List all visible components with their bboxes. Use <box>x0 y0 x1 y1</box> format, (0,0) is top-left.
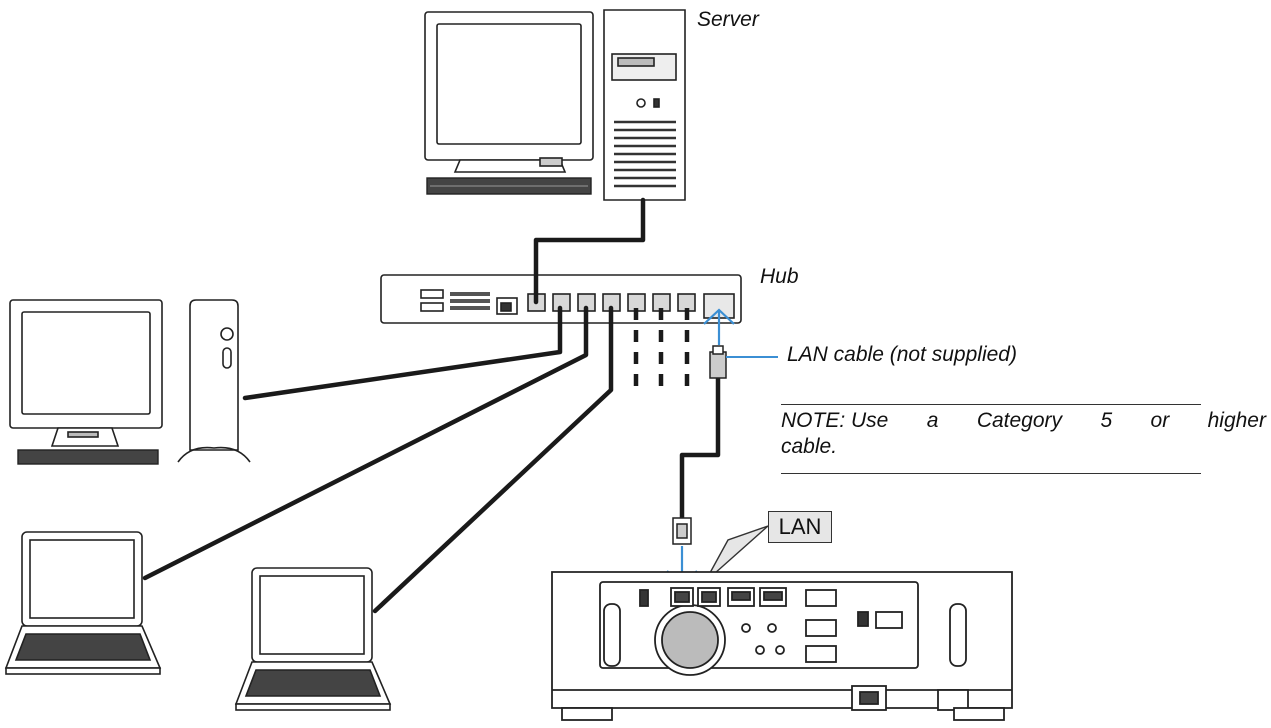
note-word: a <box>926 409 939 432</box>
laptop-1 <box>4 531 162 675</box>
dashed-cables <box>633 308 690 395</box>
hub-led-grid <box>450 292 490 310</box>
server-monitor <box>424 11 594 173</box>
note-word: higher <box>1207 409 1266 432</box>
note-word: or <box>1150 409 1170 432</box>
note-word: 5 <box>1100 409 1113 432</box>
projector-ports <box>639 587 903 663</box>
server-tower <box>603 9 686 201</box>
projector <box>551 571 1013 721</box>
arrow-into-hub <box>703 308 735 345</box>
server-vents <box>614 120 676 188</box>
note-word: NOTE: Use <box>781 409 889 432</box>
lan-tag-pointer <box>704 525 769 583</box>
note-line-1: NOTE: Use a Category 5 or higher <box>781 409 1266 433</box>
hub-label: Hub <box>760 265 799 288</box>
desktop-monitor <box>9 299 163 447</box>
cable-desktop <box>242 305 563 401</box>
network-cables <box>142 197 721 614</box>
cable-lan-projector <box>679 375 721 523</box>
desktop-keyboard <box>17 449 159 465</box>
hub-device <box>380 274 742 324</box>
lan-cable-plug-hub <box>709 345 727 379</box>
lan-port-tag: LAN <box>768 511 832 543</box>
desktop-tower <box>177 299 251 463</box>
note-box: NOTE: Use a Category 5 or higher cable. <box>781 404 1266 474</box>
hub-ports <box>527 293 735 319</box>
cable-laptop-2 <box>372 305 614 614</box>
server-label: Server <box>697 8 759 31</box>
cable-server-hub <box>533 197 646 305</box>
cable-laptop-1 <box>142 305 589 581</box>
note-line-2: cable. <box>781 435 838 458</box>
lan-cable-label: LAN cable (not supplied) <box>787 343 1017 366</box>
lan-cable-plug-projector <box>672 517 692 545</box>
laptop-2 <box>234 567 392 711</box>
server-keyboard <box>426 177 592 195</box>
note-word: Category <box>976 409 1063 432</box>
